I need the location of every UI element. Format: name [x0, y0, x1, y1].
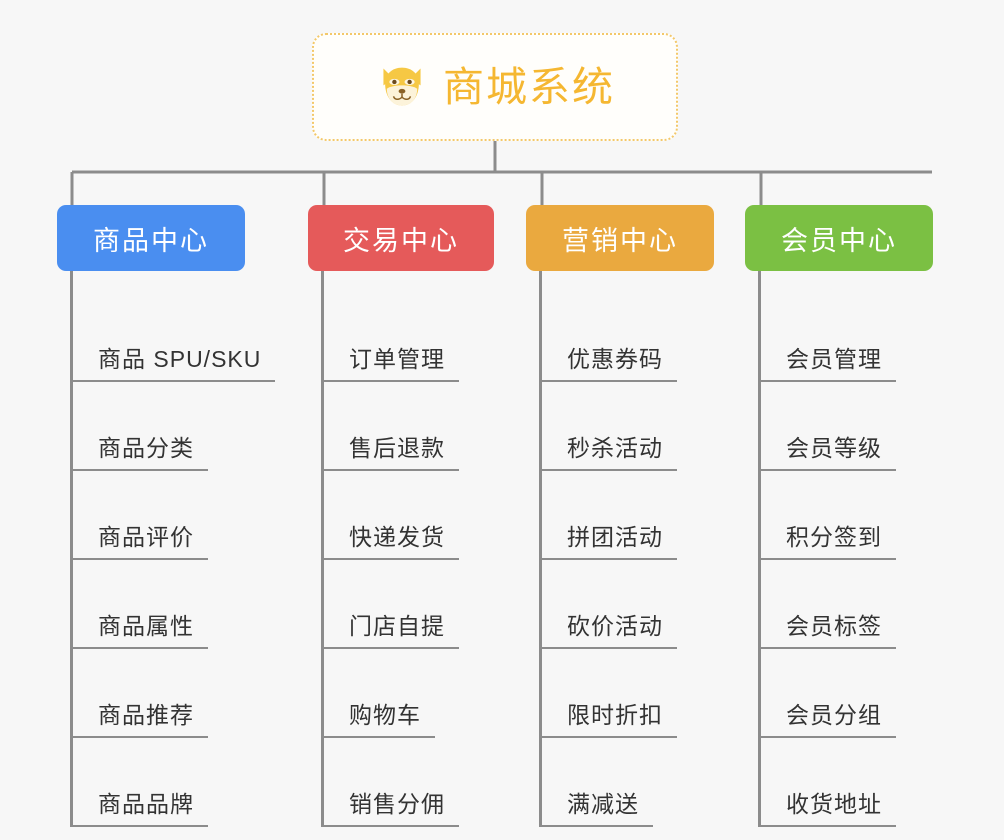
list-item-label: 会员管理	[786, 345, 882, 372]
column-header-label: 营销中心	[562, 225, 678, 256]
column-header-product-center[interactable]: 商品中心	[57, 205, 245, 271]
column-marketing-center: 营销中心 优惠券码 秒杀活动 拼团活动 砍价活动 限时折扣 满减送	[526, 205, 726, 827]
list-item[interactable]: 订单管理	[321, 293, 508, 382]
list-item-label: 砍价活动	[567, 612, 663, 639]
list-item-label: 优惠券码	[567, 345, 663, 372]
list-item-label: 秒杀活动	[567, 434, 663, 461]
list-item-label: 满减送	[567, 790, 639, 817]
list-item[interactable]: 会员等级	[758, 382, 945, 471]
list-item[interactable]: 拼团活动	[539, 471, 726, 560]
root-node[interactable]: 商城系统	[312, 33, 678, 141]
list-item[interactable]: 购物车	[321, 649, 508, 738]
column-product-center: 商品中心 商品 SPU/SKU 商品分类 商品评价 商品属性 商品推荐 商品品牌	[57, 205, 287, 827]
list-item-label: 商品分类	[98, 434, 194, 461]
list-item[interactable]: 商品属性	[70, 560, 287, 649]
column-trade-center: 交易中心 订单管理 售后退款 快递发货 门店自提 购物车 销售分佣	[308, 205, 508, 827]
list-item[interactable]: 积分签到	[758, 471, 945, 560]
list-item-label: 收货地址	[786, 790, 882, 817]
list-item-label: 购物车	[349, 701, 421, 728]
list-item[interactable]: 售后退款	[321, 382, 508, 471]
list-item[interactable]: 限时折扣	[539, 649, 726, 738]
list-item[interactable]: 商品品牌	[70, 738, 287, 827]
list-item-label: 商品评价	[98, 523, 194, 550]
list-item[interactable]: 会员标签	[758, 560, 945, 649]
branch-marketing-center: 优惠券码 秒杀活动 拼团活动 砍价活动 限时折扣 满减送	[539, 271, 726, 827]
column-header-member-center[interactable]: 会员中心	[745, 205, 933, 271]
list-item[interactable]: 会员分组	[758, 649, 945, 738]
list-item[interactable]: 门店自提	[321, 560, 508, 649]
list-item-label: 门店自提	[349, 612, 445, 639]
list-item[interactable]: 商品分类	[70, 382, 287, 471]
branch-member-center: 会员管理 会员等级 积分签到 会员标签 会员分组 收货地址	[758, 271, 945, 827]
list-item[interactable]: 商品推荐	[70, 649, 287, 738]
column-header-label: 会员中心	[781, 225, 897, 256]
list-item[interactable]: 销售分佣	[321, 738, 508, 827]
list-item[interactable]: 快递发货	[321, 471, 508, 560]
list-item[interactable]: 秒杀活动	[539, 382, 726, 471]
root-title: 商城系统	[443, 63, 615, 110]
list-item[interactable]: 砍价活动	[539, 560, 726, 649]
list-item[interactable]: 收货地址	[758, 738, 945, 827]
list-item-label: 订单管理	[349, 345, 445, 372]
list-item[interactable]: 满减送	[539, 738, 726, 827]
branch-product-center: 商品 SPU/SKU 商品分类 商品评价 商品属性 商品推荐 商品品牌	[70, 271, 287, 827]
list-item-label: 拼团活动	[567, 523, 663, 550]
branch-trade-center: 订单管理 售后退款 快递发货 门店自提 购物车 销售分佣	[321, 271, 508, 827]
list-item[interactable]: 商品评价	[70, 471, 287, 560]
column-header-trade-center[interactable]: 交易中心	[308, 205, 494, 271]
list-item-label: 商品 SPU/SKU	[98, 345, 262, 372]
list-item[interactable]: 优惠券码	[539, 293, 726, 382]
list-item[interactable]: 商品 SPU/SKU	[70, 293, 287, 382]
column-member-center: 会员中心 会员管理 会员等级 积分签到 会员标签 会员分组 收货地址	[745, 205, 945, 827]
list-item-label: 积分签到	[786, 523, 882, 550]
list-item-label: 销售分佣	[349, 790, 445, 817]
list-item-label: 售后退款	[349, 434, 445, 461]
list-item-label: 会员等级	[786, 434, 882, 461]
list-item-label: 会员分组	[786, 701, 882, 728]
list-item-label: 限时折扣	[567, 701, 663, 728]
list-item-label: 会员标签	[786, 612, 882, 639]
column-header-label: 商品中心	[93, 225, 209, 256]
column-header-label: 交易中心	[343, 225, 459, 256]
list-item[interactable]: 会员管理	[758, 293, 945, 382]
list-item-label: 商品品牌	[98, 790, 194, 817]
list-item-label: 商品推荐	[98, 701, 194, 728]
column-header-marketing-center[interactable]: 营销中心	[526, 205, 714, 271]
shiba-dog-icon	[383, 67, 421, 106]
list-item-label: 商品属性	[98, 612, 194, 639]
list-item-label: 快递发货	[349, 523, 445, 550]
